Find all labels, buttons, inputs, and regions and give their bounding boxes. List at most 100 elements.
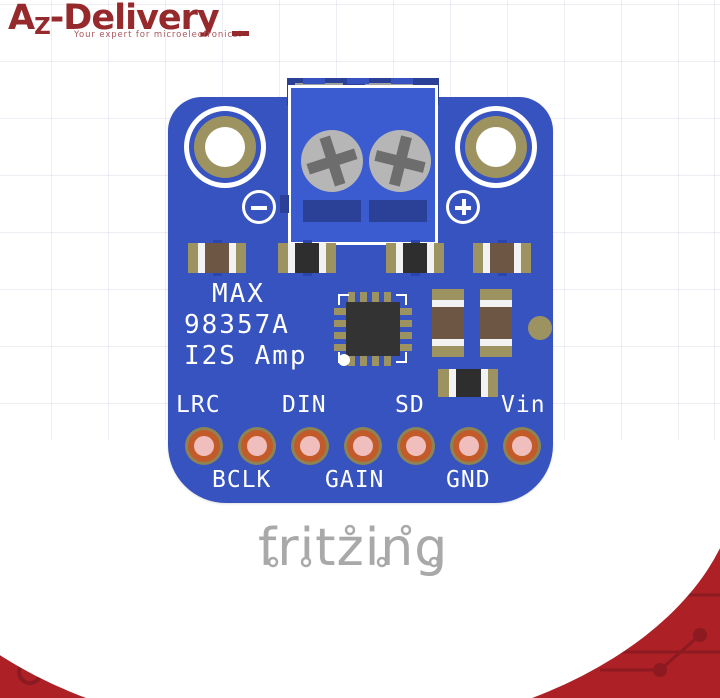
smd-component	[278, 240, 336, 276]
hole-bore	[476, 127, 516, 167]
terminal-notch	[391, 78, 413, 84]
solder-pad-circle	[528, 316, 552, 340]
ic-pin	[348, 292, 355, 304]
pin-label-din: DIN	[282, 392, 327, 418]
logo-accent-bar	[232, 31, 249, 36]
smd-tab	[411, 240, 420, 243]
pin-pad-din[interactable]	[291, 427, 329, 465]
plus-polarity-icon	[446, 190, 480, 224]
terminal-ear-right	[437, 108, 446, 128]
pin-label-lrc: LRC	[176, 392, 221, 418]
pad-hole	[247, 436, 267, 456]
smd-capacitor	[432, 289, 464, 357]
pin-label-gnd: GND	[446, 467, 491, 493]
ic-pin	[360, 292, 367, 304]
smd-core	[454, 369, 482, 397]
pad-hole	[406, 436, 426, 456]
smd-band	[514, 243, 521, 273]
smd-component	[438, 369, 498, 397]
pin-label-bclk: BCLK	[212, 467, 272, 493]
terminal-ear-left	[280, 108, 289, 128]
terminal-screw-1[interactable]	[301, 130, 363, 192]
pad-hole	[194, 436, 214, 456]
pin-pad-gain[interactable]	[344, 427, 382, 465]
smd-band	[480, 300, 512, 307]
smd-band	[229, 243, 236, 273]
silkscreen-line-2: 98357A	[184, 310, 290, 340]
ic-pin1-dot-icon	[338, 354, 350, 366]
brand-name: AZ-Delivery	[8, 0, 220, 40]
ic-pin	[334, 320, 346, 327]
pcb-board: MAX 98357A I2S Amp LRC DIN SD Vin BCLK G…	[168, 78, 553, 503]
pin-label-gain: GAIN	[325, 467, 385, 493]
smd-capacitor	[480, 289, 512, 357]
smd-band	[396, 243, 403, 273]
ic-pin	[400, 308, 412, 315]
smd-core	[432, 305, 464, 341]
smd-core	[292, 243, 322, 273]
pin-label-sd: SD	[395, 392, 425, 418]
pad-hole	[459, 436, 479, 456]
max98357a-ic	[334, 292, 412, 366]
pad-hole	[300, 436, 320, 456]
smd-tab	[498, 240, 507, 243]
minus-bar	[251, 205, 267, 210]
smd-band	[432, 339, 464, 346]
smd-component	[188, 240, 246, 276]
screw-terminal-block	[288, 85, 438, 245]
smd-component	[473, 240, 531, 276]
smd-core	[400, 243, 430, 273]
brand-logo: AZ-Delivery Your expert for microelectro…	[4, 0, 254, 52]
smd-component	[386, 240, 444, 276]
silkscreen-line-1: MAX	[212, 279, 265, 309]
smd-band	[319, 243, 326, 273]
mounting-hole-right	[455, 106, 537, 188]
ic-pin	[348, 354, 355, 366]
pin-pad-bclk[interactable]	[238, 427, 276, 465]
smd-band	[480, 339, 512, 346]
terminal-screw-2[interactable]	[369, 130, 431, 192]
smd-band	[449, 369, 456, 397]
ic-pin	[384, 292, 391, 304]
ic-die	[346, 302, 400, 356]
ic-pin	[372, 292, 379, 304]
silkscreen-line-3: I2S Amp	[184, 341, 308, 371]
circuit-banner	[0, 440, 720, 698]
ic-corner-marker	[396, 352, 407, 363]
mounting-hole-left	[184, 106, 266, 188]
smd-core	[202, 243, 232, 273]
pin-pad-vin[interactable]	[503, 427, 541, 465]
smd-tab	[213, 273, 222, 276]
plus-bar-v	[461, 199, 466, 215]
ic-corner-marker	[396, 294, 407, 305]
smd-band	[481, 369, 488, 397]
pin-pad-gnd[interactable]	[450, 427, 488, 465]
ic-pin	[400, 320, 412, 327]
ic-corner-marker	[338, 294, 349, 305]
ic-pin	[372, 354, 379, 366]
smd-tab	[498, 273, 507, 276]
terminal-ear-lower-left	[280, 195, 289, 213]
smd-tab	[213, 240, 222, 243]
smd-band	[432, 300, 464, 307]
smd-band	[427, 243, 434, 273]
terminal-notch	[303, 78, 325, 84]
smd-band	[483, 243, 490, 273]
smd-band	[288, 243, 295, 273]
terminal-notch	[347, 78, 369, 84]
minus-polarity-icon	[242, 190, 276, 224]
wire-slot-2	[369, 200, 427, 222]
fritzing-watermark: fritzing	[258, 519, 473, 577]
pad-hole	[512, 436, 532, 456]
ic-pin	[384, 354, 391, 366]
ic-pin	[334, 308, 346, 315]
ic-pin	[360, 354, 367, 366]
ic-pin	[334, 332, 346, 339]
ic-pin	[400, 332, 412, 339]
brand-tagline: Your expert for microelectronics!	[74, 30, 243, 40]
pin-pad-sd[interactable]	[397, 427, 435, 465]
smd-band	[198, 243, 205, 273]
hole-bore	[205, 127, 245, 167]
pin-pad-lrc[interactable]	[185, 427, 223, 465]
